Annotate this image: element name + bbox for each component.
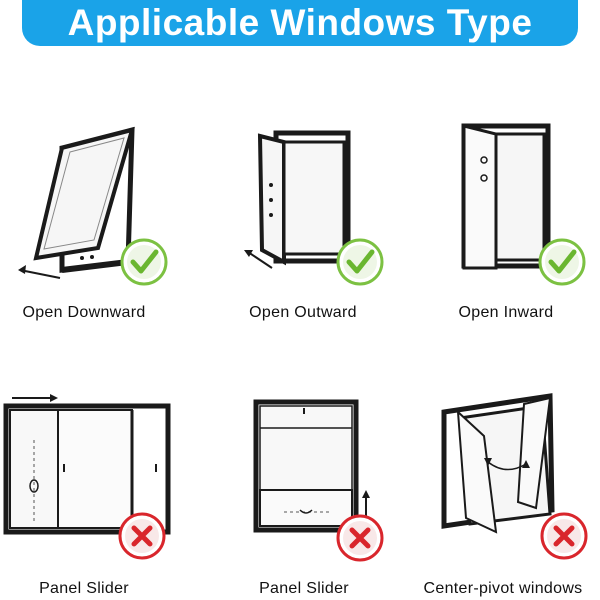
open-outward-window-illustration <box>244 130 351 269</box>
open-inward-window-illustration <box>461 123 551 270</box>
caption-panel-slider-2: Panel Slider <box>259 580 349 597</box>
window-card-center-pivot: Center-pivot windows <box>400 300 600 600</box>
window-card-open-outward: Open Outward <box>200 0 400 321</box>
caption-panel-slider-1: Panel Slider <box>39 580 129 597</box>
caption-open-inward: Open Inward <box>458 304 554 321</box>
center-pivot-window-illustration <box>441 393 555 534</box>
check-icon <box>336 238 384 286</box>
vertical-slider-window-illustration <box>253 399 370 533</box>
window-card-open-downward: Open Downward <box>0 0 200 321</box>
cross-icon <box>118 512 166 560</box>
cross-icon <box>336 514 384 562</box>
caption-open-downward: Open Downward <box>22 304 146 321</box>
open-downward-window-illustration <box>18 126 135 279</box>
window-card-panel-slider-horizontal: Panel Slider <box>0 300 200 600</box>
caption-center-pivot: Center-pivot windows <box>423 580 583 597</box>
cross-icon <box>540 512 588 560</box>
check-icon <box>538 238 586 286</box>
window-card-panel-slider-vertical: Panel Slider <box>200 300 400 600</box>
caption-open-outward: Open Outward <box>249 304 357 321</box>
window-card-open-inward: Open Inward <box>400 0 600 321</box>
page-title: Applicable Windows Type <box>67 2 533 43</box>
horizontal-slider-window-illustration <box>3 394 171 535</box>
check-icon <box>120 238 168 286</box>
title-banner: Applicable Windows Type <box>22 0 578 46</box>
